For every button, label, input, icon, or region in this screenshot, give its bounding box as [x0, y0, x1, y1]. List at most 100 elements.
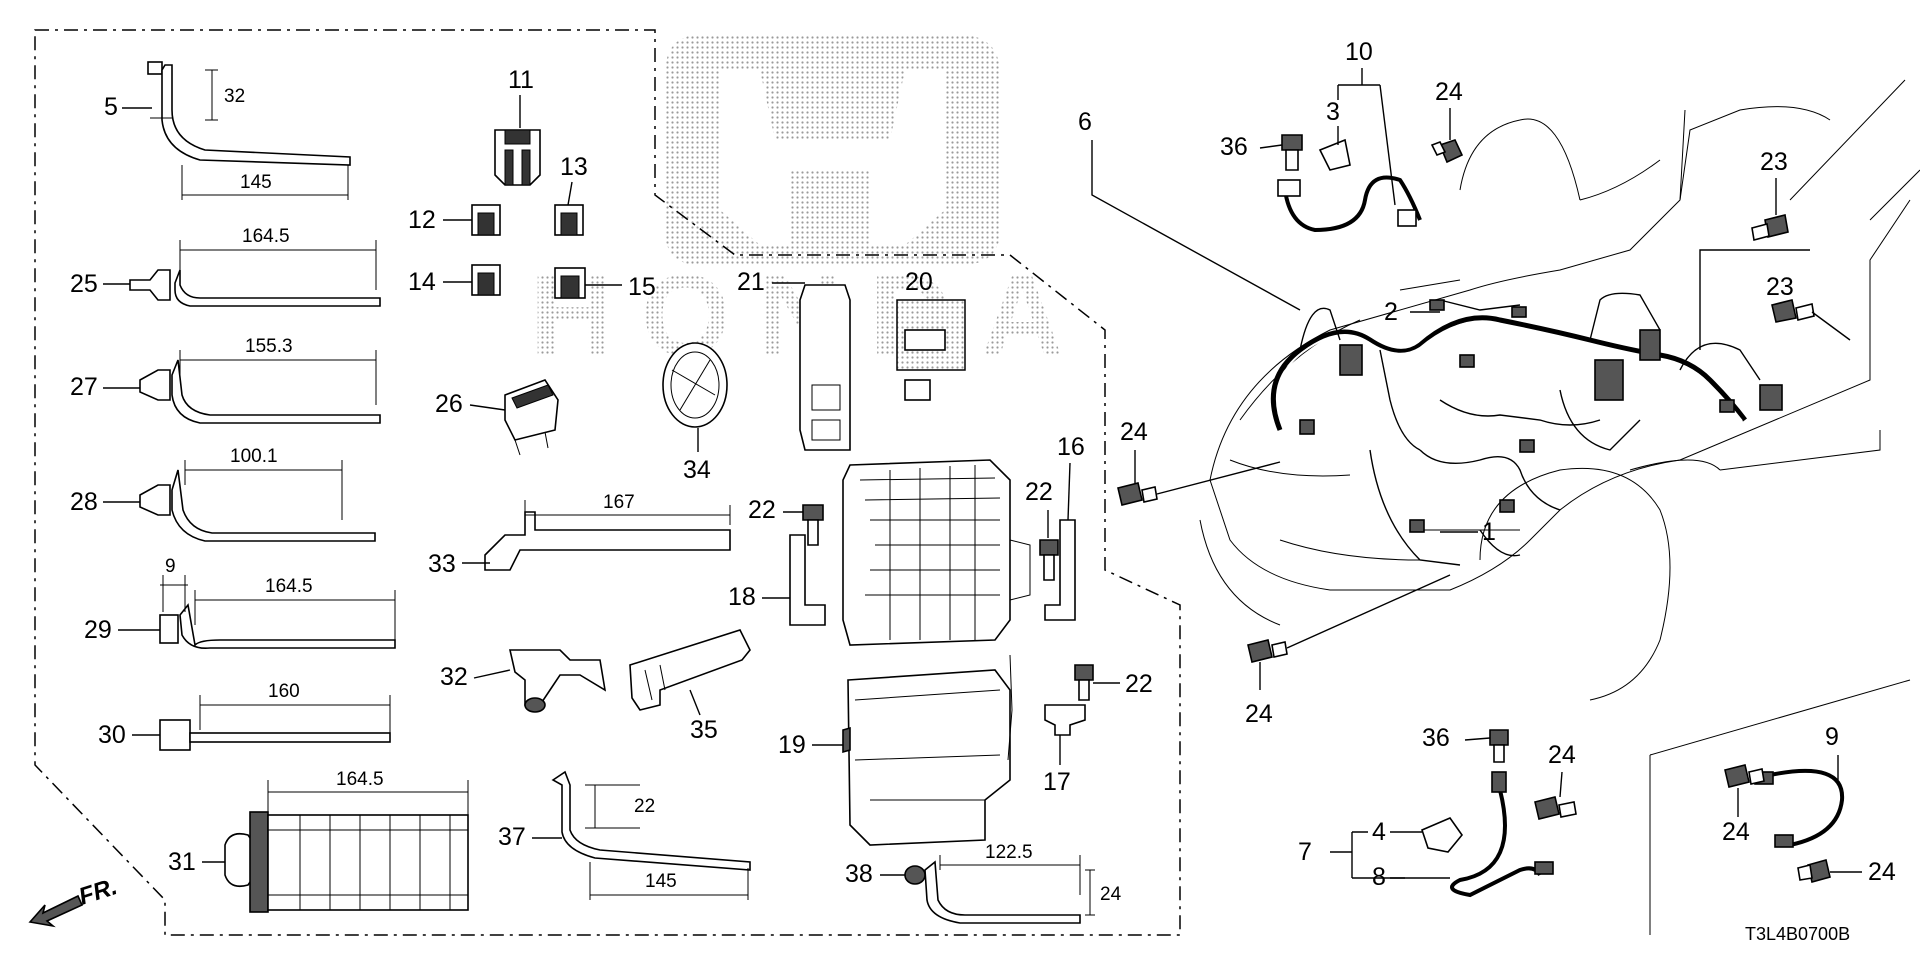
fuse-13: [554, 204, 584, 236]
dim-37-height: 22: [634, 796, 655, 817]
clip-28: [139, 460, 376, 542]
callout-33: 33: [428, 550, 456, 578]
dim-38-length: 122.5: [985, 842, 1033, 863]
callout-25: 25: [70, 270, 98, 298]
honda-watermark-text: HONDA: [530, 252, 1092, 380]
callout-24e: 24: [1722, 818, 1750, 846]
fuse-11: [494, 129, 541, 186]
engine-harness: [1270, 292, 1783, 566]
callout-8: 8: [1372, 863, 1386, 891]
callout-37: 37: [498, 823, 526, 851]
relay-26: [504, 379, 559, 456]
callout-24d: 24: [1548, 741, 1576, 769]
clip-5: [147, 61, 351, 200]
front-direction-arrow: FR.: [28, 873, 121, 928]
harness-10: [1277, 175, 1422, 233]
box-19: [842, 654, 1013, 846]
callout-20: 20: [905, 268, 933, 296]
callout-36b: 36: [1422, 724, 1450, 752]
dim-33: 167: [603, 492, 635, 513]
grommet-4: [1421, 817, 1464, 853]
grommet-34: [662, 342, 728, 428]
callout-9: 9: [1825, 723, 1839, 751]
bolt-24b: [1117, 482, 1158, 506]
callout-36a: 36: [1220, 133, 1248, 161]
dim-5-height: 32: [224, 86, 245, 107]
callout-27: 27: [70, 373, 98, 401]
clip-33: [484, 500, 731, 571]
bolt-36a: [1281, 134, 1303, 171]
clip-29: [159, 575, 396, 650]
bolt-24f: [1797, 859, 1831, 883]
diagram-code: T3L4B0700B: [1745, 924, 1850, 944]
clip-32: [508, 649, 607, 713]
bolt-36b: [1489, 729, 1509, 763]
clip-27: [139, 350, 381, 424]
callout-34: 34: [683, 456, 711, 484]
callout-21: 21: [737, 268, 765, 296]
dim-31: 164.5: [336, 769, 384, 790]
callout-22c: 22: [1125, 670, 1153, 698]
dim-25: 164.5: [242, 226, 290, 247]
bolt-23b: [1771, 299, 1815, 323]
bolt-22a: [802, 504, 824, 546]
callout-18: 18: [728, 583, 756, 611]
callout-17: 17: [1043, 768, 1071, 796]
box-outline: [34, 29, 1181, 936]
callout-10: 10: [1345, 38, 1373, 66]
cover-35: [629, 629, 751, 711]
bracket-16: [1044, 519, 1076, 621]
bracket-18: [789, 534, 826, 626]
callout-35: 35: [690, 716, 718, 744]
callout-11: 11: [508, 66, 534, 94]
callout-24a: 24: [1435, 78, 1463, 106]
bolt-24d: [1534, 796, 1577, 820]
bracket-21: [799, 284, 851, 451]
callout-22b: 22: [1025, 478, 1053, 506]
callout-4: 4: [1372, 818, 1386, 846]
honda-watermark-logo: HONDA: [530, 35, 1092, 380]
clip-30: [159, 695, 391, 751]
callout-5: 5: [104, 93, 118, 121]
callout-23a: 23: [1760, 148, 1788, 176]
clip-25: [129, 240, 381, 307]
callout-12: 12: [408, 206, 436, 234]
fuse-box: [842, 459, 1031, 646]
callout-14: 14: [408, 268, 436, 296]
bolt-22b: [1039, 539, 1059, 581]
module-20: [896, 299, 966, 401]
fuse-12: [471, 204, 501, 236]
cable-8: [1450, 771, 1554, 898]
fr-label: FR.: [76, 873, 121, 911]
bolt-24a: [1430, 139, 1464, 164]
callout-30: 30: [98, 721, 126, 749]
callout-23b: 23: [1766, 273, 1794, 301]
callout-7: 7: [1298, 838, 1312, 866]
callout-15: 15: [628, 273, 656, 301]
bolt-22c: [1074, 664, 1094, 701]
fuse-14: [471, 264, 501, 296]
callout-24c: 24: [1245, 700, 1273, 728]
callout-24b: 24: [1120, 418, 1148, 446]
clip-31: [224, 780, 469, 913]
vehicle-outline: [1199, 79, 1920, 701]
bracket-17: [1044, 704, 1086, 736]
clip-38: [904, 855, 1095, 924]
dim-38-height: 24: [1100, 884, 1122, 905]
clip-3: [1318, 138, 1351, 171]
callout-22a: 22: [748, 496, 776, 524]
dim-28: 100.1: [230, 446, 278, 467]
callout-16: 16: [1057, 433, 1085, 461]
callout-28: 28: [70, 488, 98, 516]
callout-24f: 24: [1868, 858, 1896, 886]
dim-5-length: 145: [240, 172, 272, 193]
callout-32: 32: [440, 663, 468, 691]
callout-38: 38: [845, 860, 873, 888]
dim-37-length: 145: [645, 871, 677, 892]
dim-27: 155.3: [245, 336, 293, 357]
bolt-24e: [1724, 764, 1765, 788]
bolt-23a: [1751, 214, 1789, 241]
dim-29-length: 164.5: [265, 576, 313, 597]
clip-37: [551, 770, 751, 900]
